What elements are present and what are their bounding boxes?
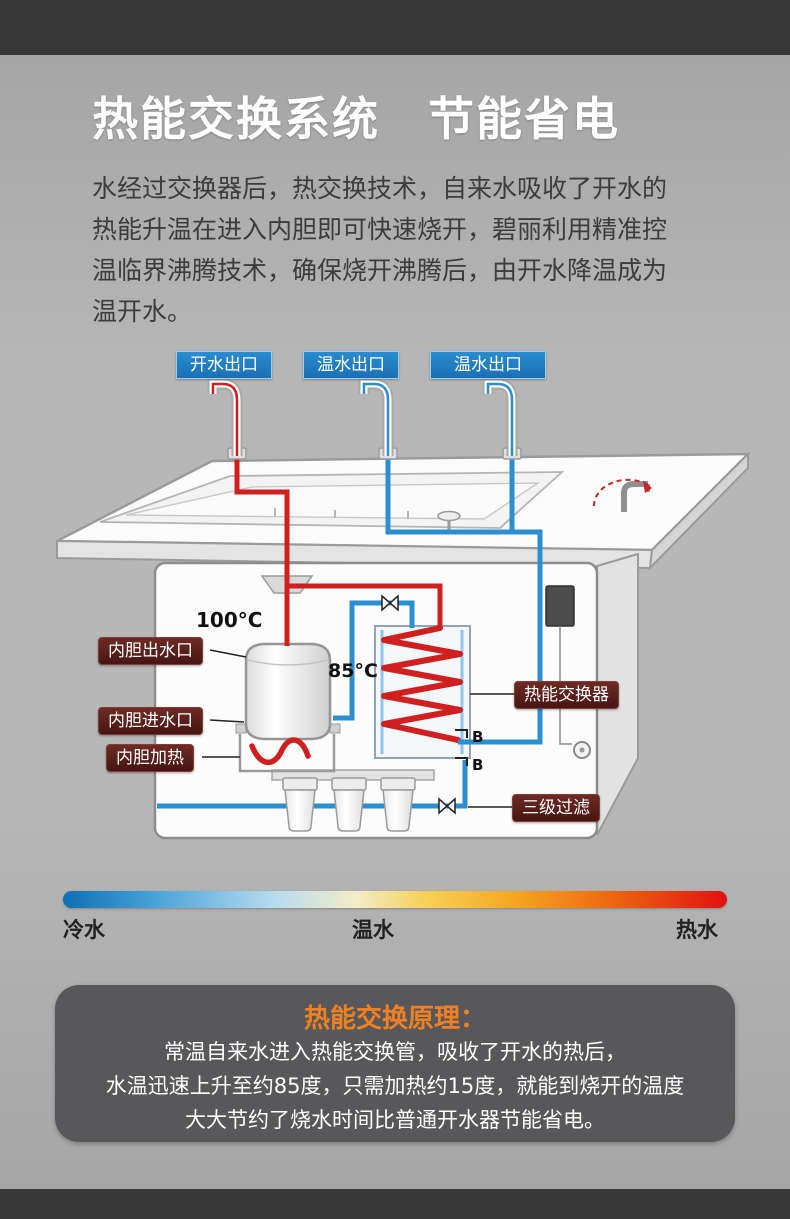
valves — [381, 594, 456, 815]
counter-drain — [437, 510, 461, 522]
label-heat-exchanger: 热能交换器 — [514, 681, 619, 709]
heating-element — [249, 737, 311, 765]
scale-hot-label: 热水 — [676, 918, 718, 942]
pipe-mount — [260, 575, 314, 594]
bottom-border-bar — [0, 1189, 790, 1219]
label-tank-outlet: 内胆出水口 — [98, 637, 203, 665]
outlet-label-warm-2: 温水出口 — [430, 351, 546, 379]
label-connectors — [202, 649, 514, 808]
principle-line-2: 水温迅速上升至约85度，只需加热约15度，就能到烧开的温度 — [105, 1074, 685, 1098]
top-border-bar — [0, 0, 790, 55]
temp-100: 100°C — [196, 608, 263, 632]
sensor-points: B B — [455, 728, 483, 774]
pump — [573, 741, 591, 759]
principle-box: 热能交换原理： 常温自来水进入热能交换管，吸收了开水的热后， 水温迅速上升至约8… — [55, 985, 735, 1142]
scale-cold-label: 冷水 — [63, 918, 105, 942]
power-switch — [545, 585, 575, 627]
heater-bracket — [238, 734, 336, 773]
scale-warm-label: 温水 — [352, 918, 394, 942]
intro-line-2: 热能升温在进入内胆即可快速烧开，碧丽利用精准控 — [92, 215, 668, 244]
intro-paragraph: 水经过交换器后，热交换技术，自来水吸收了开水的 热能升温在进入内胆即可快速烧开，… — [92, 168, 712, 332]
principle-title: 热能交换原理： — [303, 1004, 486, 1034]
label-filter: 三级过滤 — [512, 794, 600, 822]
temp-85: 85°C — [328, 660, 378, 682]
inner-tank — [235, 642, 341, 773]
principle-line-3: 大大节约了烧水时间比普通开水器节能省电。 — [185, 1108, 605, 1132]
warm-water-pipe — [385, 450, 543, 745]
label-tank-heater: 内胆加热 — [106, 744, 194, 772]
intro-line-4: 温开水。 — [92, 297, 193, 326]
diagram-canvas: B B — [56, 378, 752, 840]
temperature-gradient-bar — [63, 891, 727, 908]
cold-water-pipe — [157, 760, 468, 809]
intro-line-1: 水经过交换器后，热交换技术，自来水吸收了开水的 — [92, 174, 668, 203]
principle-line-1: 常温自来水进入热能交换管，吸收了开水的热后， — [164, 1040, 626, 1064]
machine-body — [153, 552, 639, 840]
marker-b1: B — [472, 728, 483, 746]
faucets — [207, 378, 522, 460]
pipes — [234, 450, 543, 745]
page-title: 热能交换系统 节能省电 — [92, 92, 620, 146]
outlet-label-warm-1: 温水出口 — [303, 351, 399, 379]
counter-sink — [56, 451, 752, 571]
intro-line-3: 温临界沸腾技术，确保烧开沸腾后，由开水降温成为 — [92, 256, 668, 285]
side-faucet — [621, 481, 648, 512]
swivel-arrow — [592, 478, 651, 507]
label-tank-inlet: 内胆进水口 — [98, 707, 203, 735]
heat-exchanger-coil — [374, 625, 471, 759]
outlet-label-boiling: 开水出口 — [176, 351, 272, 379]
hot-water-pipe — [234, 450, 290, 646]
marker-b2: B — [472, 756, 483, 774]
preheated-water-pipe — [333, 600, 415, 721]
filter-cartridges — [271, 769, 435, 832]
